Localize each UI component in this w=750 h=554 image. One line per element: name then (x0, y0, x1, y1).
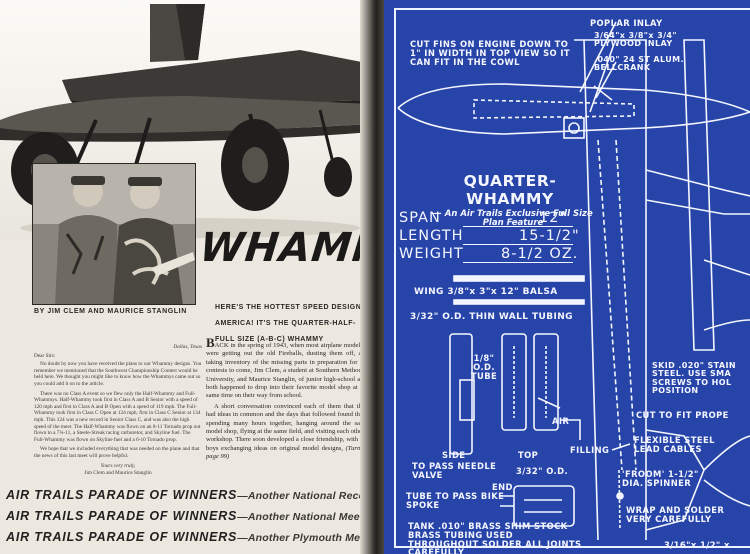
letter-salutation: Dear Sirs: (34, 352, 56, 359)
plywood-inlay-label: 3/64"x 3/8"x 3/4" PLYWOOD INLAY (594, 31, 677, 49)
cut-to-fit-label: CUT TO FIT PROPE (636, 410, 729, 420)
spec-length: LENGTH 15-1/2" (399, 228, 580, 245)
tube-label: 1/8" O.D. TUBE (470, 353, 498, 381)
brass-shim-note: TANK .010" BRASS SHIM STOCK BRASS TUBING… (408, 521, 582, 554)
od-label: 3/32" O.D. (516, 466, 569, 476)
letter-paragraph: No doubt by now you have received the pl… (34, 361, 202, 387)
builders-portrait-photo (32, 163, 196, 305)
end-view-label: END (492, 482, 513, 492)
needle-valve-label: TO PASS NEEDLE VALVE (412, 461, 497, 480)
spec-weight: WEIGHT 8-1/2 OZ. (399, 246, 579, 263)
note-cut-fins: CUT FINS ON ENGINE DOWN TO 1" IN WIDTH I… (410, 39, 570, 67)
byline: BY JIM CLEM AND MAURICE STANGLIN (34, 308, 187, 315)
banner-line: AIR TRAILS PARADE OF WINNERS—Another Nat… (6, 488, 372, 502)
left-magazine-page: WHAMMY BY JIM CLEM AND MAURICE STANGLIN … (0, 0, 372, 554)
thin-wall-tubing-label: 3/32" O.D. THIN WALL TUBING (410, 312, 573, 322)
bellcrank-label: .040" 24 ST ALUM. BELLCRANK (594, 55, 684, 73)
filling-label: FILLING (570, 445, 610, 455)
letter-paragraph: There was no Class A event so we flew on… (34, 390, 201, 443)
plan-border (394, 8, 750, 548)
parade-of-winners-banner: AIR TRAILS PARADE OF WINNERS—Another Nat… (0, 484, 372, 554)
reader-letter: Dallas, Texas Dear Sirs: No doubt by now… (34, 344, 202, 477)
letter-closing: Yours very truly, (100, 462, 136, 469)
air-label: AIR (552, 416, 570, 426)
wing-balsa-label: WING 3/8"x 3"x 12" BALSA (414, 287, 558, 297)
banner-line: AIR TRAILS PARADE OF WINNERS—Another Nat… (6, 509, 372, 523)
banner-line: AIR TRAILS PARADE OF WINNERS—Another Ply… (6, 530, 372, 544)
lead-cables-label: FLEXIBLE STEEL LEAD CABLES (634, 435, 715, 454)
article-subhead: HERE'S THE HOTTEST SPEED DESIGN IN AMERI… (215, 304, 372, 343)
article-paragraph: A short conversation convinced each of t… (206, 402, 368, 461)
blueprint-plan-page: CUT FINS ON ENGINE DOWN TO 1" IN WIDTH I… (384, 0, 750, 554)
letter-paragraph: We hope that we included everything that… (34, 446, 200, 459)
drop-cap: B (206, 335, 215, 350)
article-body: BACK in the spring of 1943, when most ai… (206, 336, 368, 464)
article-headline: WHAMMY (197, 225, 372, 271)
spinner-label: 'FROOM' 1-1/2" DIA. SPINNER (622, 469, 699, 488)
continued-link: (Turn to page 99) (206, 444, 368, 461)
plan-title-box: QUARTER-WHAMMY — An Air Trails Exclusive… (406, 172, 596, 229)
airplane-plan-drawing (397, 21, 750, 541)
letter-place: Dallas, Texas (173, 344, 202, 350)
wrap-solder-label: WRAP AND SOLDER VERY CAREFULLY (626, 505, 725, 524)
side-view-label: SIDE (442, 450, 466, 460)
letter-signature: Jim Clem and Maurice Stanglin (84, 470, 152, 477)
bottom-dimension-label: 3/16"x 1/2" x (664, 540, 730, 550)
plan-subtitle: — An Air Trails Exclusive Full Size Plan… (433, 209, 593, 229)
skid-note: SKID .020" STAIN STEEL. USE SMA SCREWS T… (652, 361, 736, 396)
spec-span: SPAN 12" (399, 210, 573, 227)
article-paragraph: BACK in the spring of 1943, when most ai… (206, 335, 368, 400)
bike-spoke-label: TUBE TO PASS BIKE SPOKE (406, 491, 505, 510)
top-view-label: TOP (518, 450, 539, 460)
poplar-inlay-label: POPLAR INLAY (590, 18, 663, 28)
plan-title: QUARTER-WHAMMY (463, 172, 557, 208)
